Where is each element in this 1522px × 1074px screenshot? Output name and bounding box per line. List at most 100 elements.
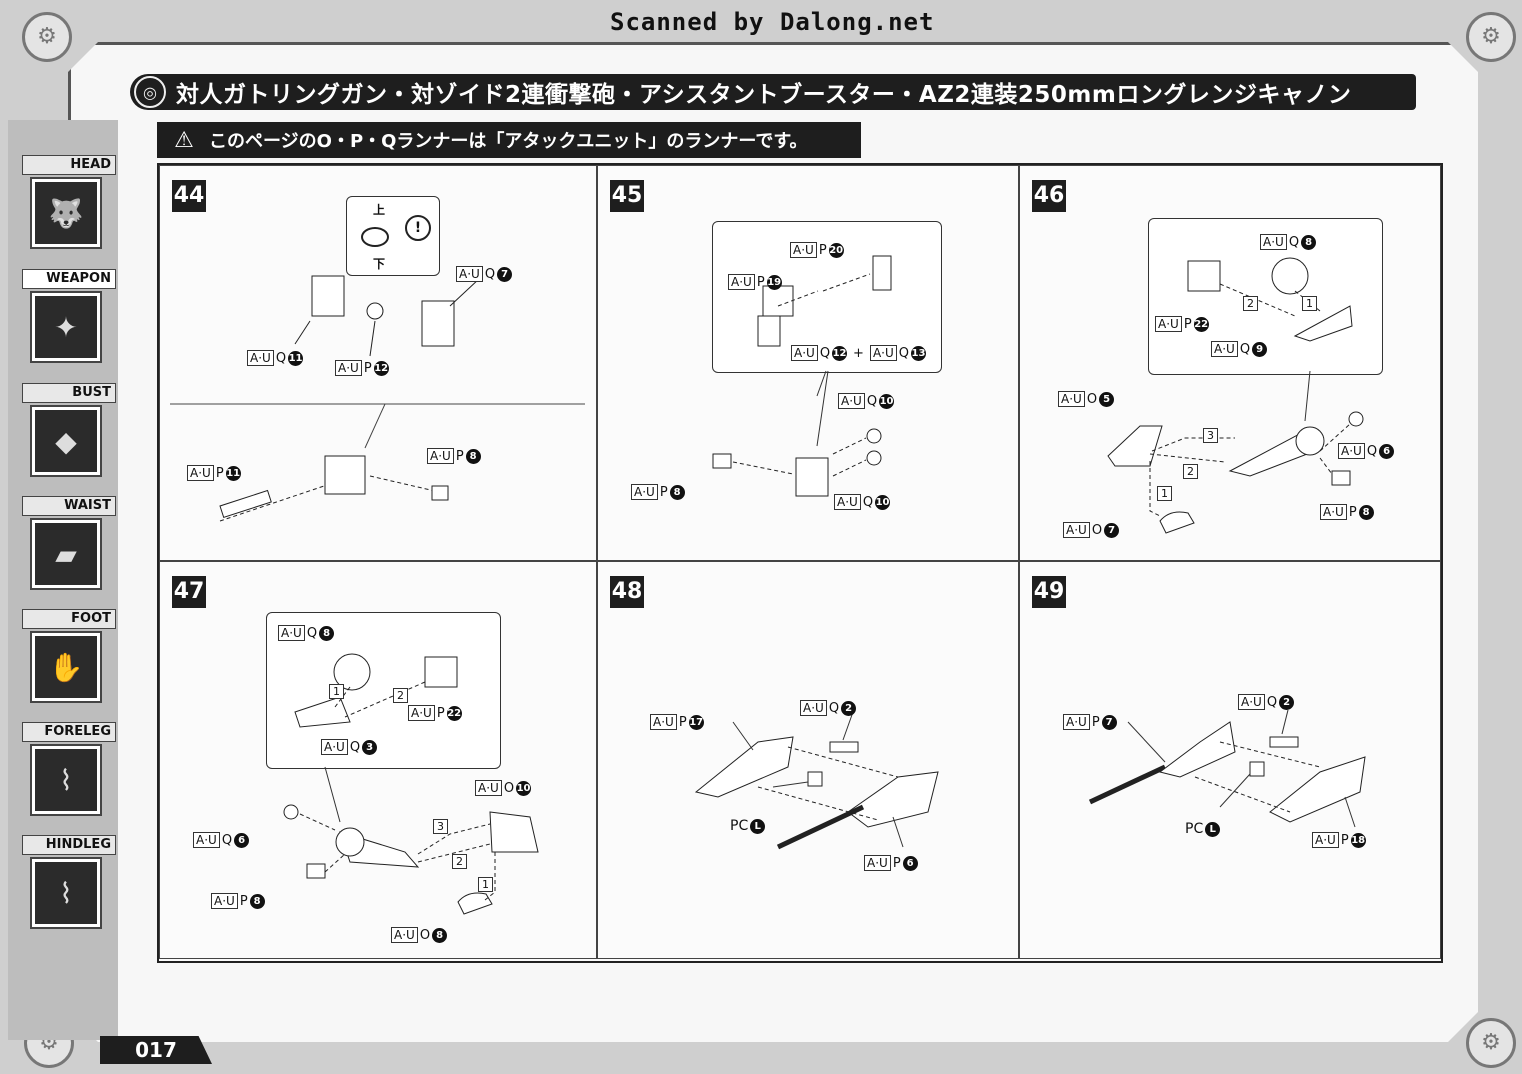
sequence-number: 3 [433, 819, 448, 834]
runner-box: A·U [1063, 714, 1090, 730]
step-number: 47 [172, 576, 206, 608]
runner-letter: P [818, 242, 827, 258]
runner-letter: Q [898, 345, 909, 361]
sequence-number: 2 [452, 854, 467, 869]
compass-icon: ◎ [134, 76, 166, 108]
runner-letter: P [1091, 714, 1100, 730]
nav-label: FOOT [22, 609, 116, 629]
nav-item-waist[interactable]: WAIST ▰ [22, 496, 118, 596]
corner-gear-icon: ⚙ [22, 12, 72, 62]
runner-letter: Q [349, 739, 361, 755]
runner-box: A·U [1338, 443, 1365, 459]
page-title: 対人ガトリングガン・対ゾイド2連衝撃砲・アシスタントブースター・AZ2連装250… [176, 82, 1352, 108]
runner-box: A·U [278, 625, 305, 641]
runner-letter: PC [1185, 821, 1204, 837]
part-number: 17 [688, 714, 704, 730]
part-number: 8 [249, 893, 265, 909]
step-number: 44 [172, 180, 206, 212]
waist-icon: ▰ [32, 520, 100, 588]
step-46-diagram [1107, 257, 1364, 534]
runner-letter: Q [866, 393, 878, 409]
nav-label: WEAPON [22, 269, 116, 289]
corner-gear-icon: ⚙ [1466, 12, 1516, 62]
runner-box: A·U [187, 465, 214, 481]
down-label: 下 [373, 257, 386, 271]
weapon-icon: ✦ [32, 293, 100, 361]
runner-letter: P [455, 448, 464, 464]
runner-box: A·U [1320, 504, 1347, 520]
part-number: 2 [841, 700, 857, 716]
page-number: 017 [100, 1036, 212, 1064]
runner-box: A·U [247, 350, 274, 366]
step-number: 49 [1032, 576, 1066, 608]
runner-letter: P [436, 705, 445, 721]
runner-letter: P [892, 855, 901, 871]
runner-letter: P [678, 714, 687, 730]
step-49-diagram [1088, 709, 1366, 828]
nav-item-weapon[interactable]: WEAPON ✦ [22, 269, 118, 369]
runner-box: A·U [790, 242, 817, 258]
sequence-number: 1 [329, 684, 344, 699]
step-number: 48 [610, 576, 644, 608]
runner-letter: O [1091, 522, 1103, 538]
runner-letter: O [419, 927, 431, 943]
ring-part [361, 227, 389, 247]
runner-letter: P [239, 893, 248, 909]
part-number: 7 [1101, 714, 1117, 730]
runner-letter: Q [1288, 234, 1300, 250]
nav-item-foreleg[interactable]: FORELEG ⌇ [22, 722, 118, 822]
runner-letter: P [659, 484, 668, 500]
runner-box: A·U [1058, 391, 1085, 407]
runner-box: A·U [838, 393, 865, 409]
runner-letter: Q [862, 494, 874, 510]
part-number: 20 [828, 242, 844, 258]
runner-box: A·U [193, 832, 220, 848]
nav-item-bust[interactable]: BUST ◆ [22, 383, 118, 483]
nav-item-head[interactable]: HEAD 🐺 [22, 155, 118, 255]
part-number: 8 [432, 927, 448, 943]
part-number: 22 [446, 705, 462, 721]
runner-letter: P [363, 360, 372, 376]
runner-box: A·U [1211, 341, 1238, 357]
runner-box: A·U [211, 893, 238, 909]
orientation-callout: 上 ! 下 [346, 196, 440, 276]
nav-item-hindleg[interactable]: HINDLEG ⌇ [22, 835, 118, 935]
part-number: 3 [362, 739, 378, 755]
runner-letter: Q [221, 832, 233, 848]
runner-letter: O [503, 780, 515, 796]
runner-box: A·U [631, 484, 658, 500]
part-number: 7 [497, 266, 513, 282]
runner-box: A·U [791, 345, 818, 361]
runner-box: A·U [391, 927, 418, 943]
runner-box: A·U [408, 705, 435, 721]
part-number: 8 [319, 625, 335, 641]
part-number: 19 [766, 274, 782, 290]
part-number: 8 [1358, 504, 1374, 520]
runner-box: A·U [335, 360, 362, 376]
runner-letter: O [1086, 391, 1098, 407]
foreleg-icon: ⌇ [32, 746, 100, 814]
title-bar: ◎ 対人ガトリングガン・対ゾイド2連衝撃砲・アシスタントブースター・AZ2連装2… [130, 74, 1416, 110]
sequence-number: 1 [1302, 296, 1317, 311]
nav-item-foot[interactable]: FOOT ✋ [22, 609, 118, 709]
runner-box: A·U [1312, 832, 1339, 848]
part-number: 5 [1099, 391, 1115, 407]
